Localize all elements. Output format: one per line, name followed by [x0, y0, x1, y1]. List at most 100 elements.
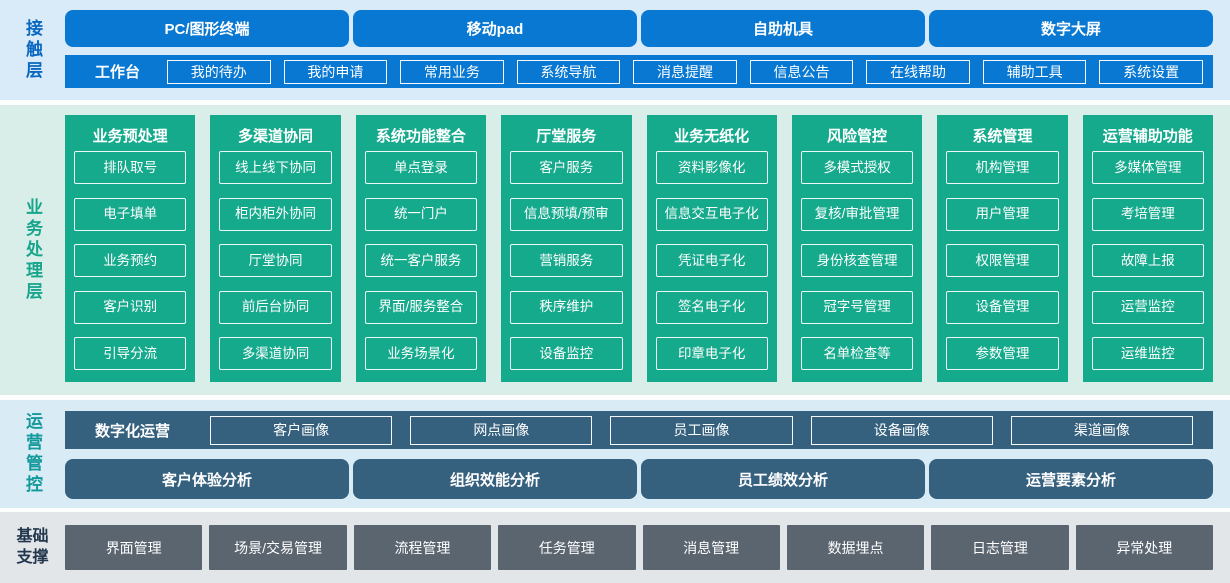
analysis-button[interactable]: 运营要素分析	[929, 459, 1213, 499]
foundation-item[interactable]: 场景/交易管理	[209, 525, 347, 570]
portrait-item[interactable]: 客户画像	[210, 415, 393, 445]
business-function-item[interactable]: 引导分流	[74, 337, 187, 370]
business-layer-gutter: 业务处理层	[0, 105, 65, 395]
business-column: 厅堂服务 客户服务 信息预填/预审 营销服务 秩序维护 设备监控	[501, 115, 632, 382]
business-column: 系统功能整合 单点登录 统一门户 统一客户服务 界面/服务整合 业务场景化	[355, 115, 487, 382]
workbench-item[interactable]: 常用业务	[400, 59, 504, 84]
workbench-item[interactable]: 系统导航	[516, 59, 621, 84]
business-function-item[interactable]: 用户管理	[946, 197, 1059, 231]
channel-button[interactable]: 移动pad	[353, 10, 637, 47]
business-function-item[interactable]: 资料影像化	[655, 151, 768, 184]
section-divider	[0, 395, 1230, 400]
business-function-item[interactable]: 机构管理	[946, 151, 1059, 184]
business-function-item[interactable]: 冠字号管理	[800, 290, 914, 324]
business-function-item[interactable]: 业务预约	[74, 244, 187, 277]
business-function-item[interactable]: 统一门户	[364, 197, 478, 231]
business-function-item[interactable]: 设备管理	[946, 290, 1059, 324]
contact-layer-gutter: 接触层	[0, 0, 65, 100]
workbench-item[interactable]: 我的申请	[283, 59, 388, 84]
business-function-item[interactable]: 身份核查管理	[800, 244, 914, 277]
business-column-items: 资料影像化 信息交互电子化 凭证电子化 签名电子化 印章电子化	[655, 151, 768, 370]
business-column: 业务预处理 排队取号 电子填单 业务预约 客户识别 引导分流	[65, 115, 196, 382]
portrait-item[interactable]: 渠道画像	[1010, 415, 1194, 445]
workbench-label: 工作台	[95, 64, 141, 81]
channel-button[interactable]: PC/图形终端	[65, 10, 349, 47]
business-function-item[interactable]: 设备监控	[510, 337, 623, 370]
portrait-item[interactable]: 员工画像	[610, 415, 793, 445]
business-column-title: 系统功能整合	[375, 127, 466, 145]
business-function-item[interactable]: 考培管理	[1091, 197, 1204, 231]
business-function-item[interactable]: 厅堂协同	[219, 244, 332, 277]
portrait-item[interactable]: 网点画像	[410, 415, 593, 445]
business-function-item[interactable]: 权限管理	[946, 244, 1059, 277]
portrait-items: 客户画像 网点画像 员工画像 设备画像 渠道画像	[210, 415, 1194, 445]
portrait-item[interactable]: 设备画像	[810, 415, 993, 445]
business-function-item[interactable]: 故障上报	[1091, 244, 1204, 277]
business-function-item[interactable]: 柜内柜外协同	[219, 197, 332, 231]
foundation-layer-gutter: 基础支撑	[0, 512, 65, 583]
business-function-item[interactable]: 信息预填/预审	[510, 197, 623, 231]
channel-button[interactable]: 自助机具	[641, 10, 925, 47]
foundation-item[interactable]: 任务管理	[498, 525, 636, 570]
channel-button[interactable]: 数字大屏	[929, 10, 1213, 47]
business-function-item[interactable]: 运维监控	[1091, 337, 1204, 370]
workbench-item[interactable]: 辅助工具	[982, 59, 1087, 84]
analysis-button[interactable]: 组织效能分析	[353, 459, 637, 499]
business-function-item[interactable]: 单点登录	[364, 151, 478, 184]
business-function-item[interactable]: 运营监控	[1091, 290, 1204, 324]
business-function-item[interactable]: 多媒体管理	[1091, 151, 1204, 184]
business-function-item[interactable]: 营销服务	[510, 244, 623, 277]
business-function-item[interactable]: 秩序维护	[510, 290, 623, 324]
business-function-item[interactable]: 凭证电子化	[655, 244, 768, 277]
workbench-bar: 工作台 我的待办 我的申请 常用业务 系统导航 消息提醒 信息公告 在线帮助	[65, 55, 1213, 88]
business-column-title: 厅堂服务	[536, 127, 597, 145]
business-layer-content: 业务预处理 排队取号 电子填单 业务预约 客户识别 引导分流	[65, 105, 1230, 395]
business-function-item[interactable]: 统一客户服务	[364, 244, 478, 277]
foundation-item[interactable]: 界面管理	[65, 525, 203, 570]
foundation-item[interactable]: 日志管理	[931, 525, 1069, 570]
workbench-item[interactable]: 我的待办	[167, 59, 271, 84]
analysis-button[interactable]: 员工绩效分析	[641, 459, 925, 499]
business-function-item[interactable]: 签名电子化	[655, 290, 768, 324]
business-function-item[interactable]: 名单检查等	[800, 337, 914, 370]
foundation-item[interactable]: 流程管理	[353, 525, 492, 570]
foundation-item[interactable]: 消息管理	[642, 525, 780, 570]
business-column-items: 线上线下协同 柜内柜外协同 厅堂协同 前后台协同 多渠道协同	[219, 151, 332, 370]
business-column-items: 排队取号 电子填单 业务预约 客户识别 引导分流	[74, 151, 187, 370]
business-function-item[interactable]: 界面/服务整合	[364, 290, 478, 324]
section-divider	[0, 100, 1230, 105]
workbench-item[interactable]: 系统设置	[1099, 59, 1203, 84]
foundation-items: 界面管理 场景/交易管理 流程管理 任务管理 消息管理 数据埋点 日志管理 异常…	[65, 525, 1213, 570]
foundation-item[interactable]: 数据埋点	[786, 525, 925, 570]
business-column-title: 多渠道协同	[238, 127, 314, 145]
business-function-item[interactable]: 线上线下协同	[219, 151, 332, 184]
business-function-item[interactable]: 客户服务	[510, 151, 623, 184]
analysis-button[interactable]: 客户体验分析	[65, 459, 349, 499]
business-function-item[interactable]: 信息交互电子化	[655, 197, 768, 231]
foundation-layer: 基础支撑 界面管理 场景/交易管理 流程管理 任务管理 消息管理 数据埋点 日志…	[0, 512, 1230, 583]
business-columns: 业务预处理 排队取号 电子填单 业务预约 客户识别 引导分流	[65, 115, 1213, 382]
business-function-item[interactable]: 客户识别	[74, 290, 187, 324]
workbench-item[interactable]: 在线帮助	[866, 59, 970, 84]
business-function-item[interactable]: 前后台协同	[219, 290, 332, 324]
business-column-items: 机构管理 用户管理 权限管理 设备管理 参数管理	[946, 151, 1059, 370]
business-function-item[interactable]: 印章电子化	[655, 337, 768, 370]
business-function-item[interactable]: 复核/审批管理	[800, 197, 914, 231]
foundation-item[interactable]: 异常处理	[1075, 525, 1213, 570]
business-function-item[interactable]: 电子填单	[74, 197, 187, 231]
business-column-title: 业务无纸化	[674, 127, 750, 145]
section-divider	[0, 508, 1230, 512]
workbench-items: 我的待办 我的申请 常用业务 系统导航 消息提醒 信息公告 在线帮助 辅助工具 …	[167, 59, 1203, 84]
business-function-item[interactable]: 多渠道协同	[219, 337, 332, 370]
business-function-item[interactable]: 排队取号	[74, 151, 187, 184]
business-function-item[interactable]: 参数管理	[946, 337, 1059, 370]
business-function-item[interactable]: 多模式授权	[800, 151, 914, 184]
contact-layer-label: 接触层	[23, 18, 42, 82]
operations-layer-gutter: 运营管控	[0, 400, 65, 508]
workbench-item[interactable]: 消息提醒	[633, 59, 737, 84]
digital-operations-label: 数字化运营	[95, 422, 171, 440]
business-function-item[interactable]: 业务场景化	[364, 337, 478, 370]
foundation-layer-label: 基础支撑	[16, 527, 49, 566]
business-layer: 业务处理层 业务预处理 排队取号 电子填单 业务预约 客	[0, 105, 1230, 395]
workbench-item[interactable]: 信息公告	[749, 59, 854, 84]
